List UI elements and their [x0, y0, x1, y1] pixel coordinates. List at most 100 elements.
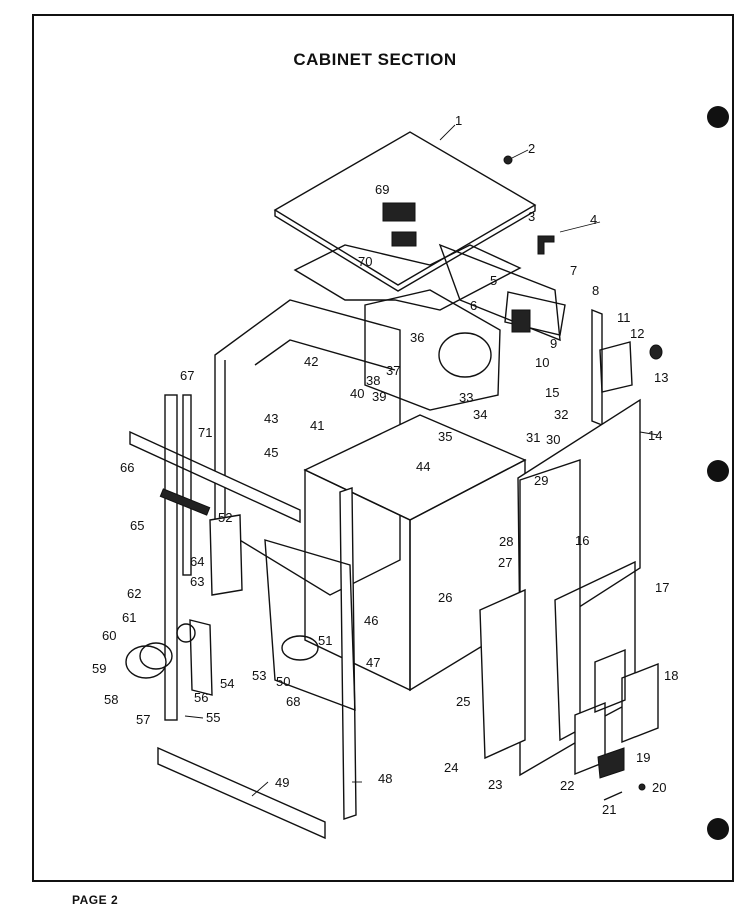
callout-15: 15	[545, 385, 559, 400]
callout-65: 65	[130, 518, 144, 533]
callout-19: 19	[636, 750, 650, 765]
panel-18	[621, 662, 659, 744]
oven-liner-top	[303, 414, 527, 521]
callout-25: 25	[456, 694, 470, 709]
hinge-plate-52	[209, 514, 243, 596]
callout-28: 28	[499, 534, 513, 549]
hinge-56	[189, 619, 213, 696]
callout-2: 2	[528, 141, 535, 156]
control-knob	[649, 344, 663, 360]
callout-16: 16	[575, 533, 589, 548]
callout-60: 60	[102, 628, 116, 643]
callout-20: 20	[652, 780, 666, 795]
bottom-trim-49	[157, 746, 326, 840]
callout-36: 36	[410, 330, 424, 345]
callout-48: 48	[378, 771, 392, 786]
callout-71: 71	[198, 425, 212, 440]
callout-1: 1	[455, 113, 462, 128]
callout-50: 50	[276, 674, 290, 689]
callout-34: 34	[473, 407, 487, 422]
callout-22: 22	[560, 778, 574, 793]
callout-3: 3	[528, 209, 535, 224]
callout-9: 9	[550, 336, 557, 351]
callout-40: 40	[350, 386, 364, 401]
callout-59: 59	[92, 661, 106, 676]
callout-63: 63	[190, 574, 204, 589]
callout-8: 8	[592, 283, 599, 298]
callout-41: 41	[310, 418, 324, 433]
bracket-19	[597, 747, 625, 779]
callout-35: 35	[438, 429, 452, 444]
page-border	[32, 14, 734, 882]
insulation-sheet	[293, 244, 522, 311]
binder-hole-bottom	[707, 818, 729, 840]
callout-24: 24	[444, 760, 458, 775]
callout-38: 38	[366, 373, 380, 388]
callout-11: 11	[617, 310, 631, 325]
callout-12: 12	[630, 326, 644, 341]
callout-42: 42	[304, 354, 318, 369]
callout-30: 30	[546, 432, 560, 447]
callout-27: 27	[498, 555, 512, 570]
callout-52: 52	[218, 510, 232, 525]
back-panel	[438, 243, 561, 342]
callout-23: 23	[488, 777, 502, 792]
callout-70: 70	[358, 254, 372, 269]
front-rail-66	[129, 430, 301, 524]
callout-21: 21	[602, 802, 616, 817]
callout-44: 44	[416, 459, 430, 474]
inner-door-panel	[264, 539, 356, 712]
elbow-fitting	[537, 235, 555, 255]
callout-43: 43	[264, 411, 278, 426]
binder-hole-top	[707, 106, 729, 128]
callout-26: 26	[438, 590, 452, 605]
front-post-48	[339, 487, 357, 820]
callout-51: 51	[318, 633, 332, 648]
callout-5: 5	[490, 273, 497, 288]
callout-54: 54	[220, 676, 234, 691]
fan-housing	[364, 289, 501, 411]
callout-47: 47	[366, 655, 380, 670]
callout-55: 55	[206, 710, 220, 725]
callout-17: 17	[655, 580, 669, 595]
callout-39: 39	[372, 389, 386, 404]
callout-4: 4	[590, 212, 597, 227]
callout-58: 58	[104, 692, 118, 707]
callout-32: 32	[554, 407, 568, 422]
page-number: PAGE 2	[72, 893, 119, 907]
front-post-67	[164, 394, 178, 721]
callout-57: 57	[136, 712, 150, 727]
screw-2	[503, 155, 513, 165]
callout-18: 18	[664, 668, 678, 683]
lamp-lens	[125, 645, 167, 679]
callout-33: 33	[459, 390, 473, 405]
binder-hole-middle	[707, 460, 729, 482]
callout-37: 37	[386, 363, 400, 378]
callout-6: 6	[470, 298, 477, 313]
terminal-block	[382, 202, 416, 222]
callout-64: 64	[190, 554, 204, 569]
callout-7: 7	[570, 263, 577, 278]
bracket-65	[159, 488, 211, 516]
callout-45: 45	[264, 445, 278, 460]
callout-49: 49	[275, 775, 289, 790]
page-title: CABINET SECTION	[293, 50, 457, 69]
callout-68: 68	[286, 694, 300, 709]
control-bracket	[599, 341, 633, 393]
side-panel-16	[519, 459, 581, 777]
callout-62: 62	[127, 586, 141, 601]
callout-13: 13	[654, 370, 668, 385]
callout-14: 14	[648, 428, 662, 443]
callout-66: 66	[120, 460, 134, 475]
callout-10: 10	[535, 355, 549, 370]
panel-23	[479, 588, 526, 760]
callout-56: 56	[194, 690, 208, 705]
callout-53: 53	[252, 668, 266, 683]
callout-46: 46	[364, 613, 378, 628]
callout-69: 69	[375, 182, 389, 197]
callout-67: 67	[180, 368, 194, 383]
switch-bracket	[504, 291, 566, 336]
callout-31: 31	[526, 430, 540, 445]
callout-61: 61	[122, 610, 136, 625]
